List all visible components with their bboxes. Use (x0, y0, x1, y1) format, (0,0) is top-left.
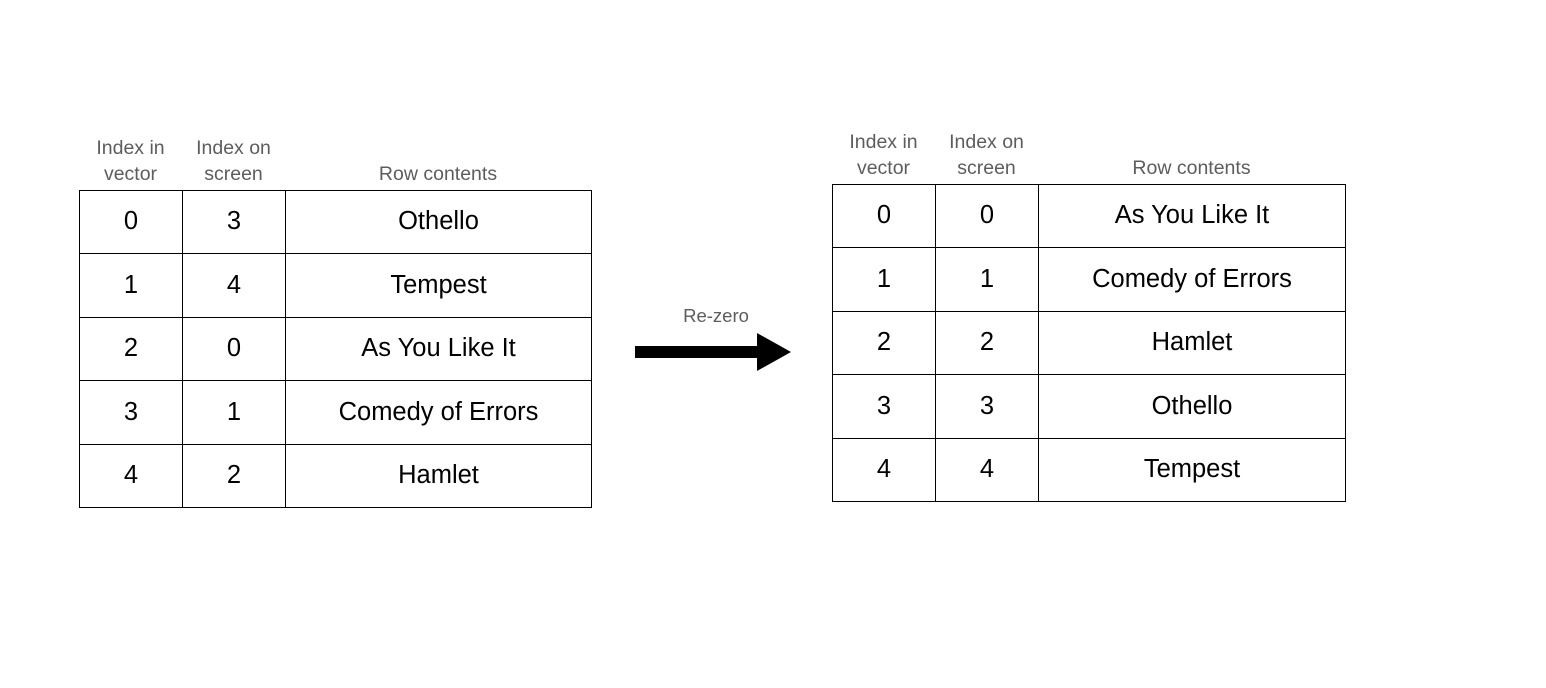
table-row: 4 2 Hamlet (80, 444, 592, 508)
table-row: 0 0 As You Like It (833, 185, 1346, 249)
column-header-index-in-vector: Index in vector (849, 131, 918, 179)
cell-index-in-vector: 1 (833, 248, 936, 312)
cell-index-in-vector: 3 (80, 381, 183, 445)
cell-index-on-screen: 0 (936, 185, 1039, 249)
table-row: 2 2 Hamlet (833, 311, 1346, 376)
table-row: 4 4 Tempest (833, 438, 1346, 502)
cell-index-on-screen: 4 (183, 254, 286, 318)
table-row: 1 1 Comedy of Errors (833, 248, 1346, 312)
cell-index-in-vector: 0 (833, 185, 936, 249)
cell-index-on-screen: 1 (936, 248, 1039, 312)
re-zero-transition-arrow-group: Re-zero (633, 305, 798, 371)
cell-row-contents: Othello (286, 191, 592, 255)
cell-index-in-vector: 1 (80, 254, 183, 318)
table-grid-left: 0 3 Othello 1 4 Tempest 2 0 As You Like … (79, 190, 592, 508)
table-row: 2 0 As You Like It (80, 317, 592, 382)
cell-index-in-vector: 2 (833, 311, 936, 376)
cell-index-in-vector: 4 (833, 438, 936, 502)
table-row: 1 4 Tempest (80, 254, 592, 318)
cell-row-contents: As You Like It (1039, 185, 1346, 249)
arrow-label: Re-zero (683, 305, 749, 326)
cell-index-on-screen: 2 (936, 311, 1039, 376)
cell-index-on-screen: 3 (183, 191, 286, 255)
cell-index-on-screen: 4 (936, 438, 1039, 502)
table-grid-right: 0 0 As You Like It 1 1 Comedy of Errors … (832, 184, 1346, 502)
cell-index-on-screen: 0 (183, 317, 286, 382)
cell-row-contents: Tempest (286, 254, 592, 318)
table-header-row-right: Index in vector Index on screen Row cont… (832, 112, 1346, 184)
cell-row-contents: Hamlet (1039, 311, 1346, 376)
cell-row-contents: Comedy of Errors (286, 381, 592, 445)
table-row: 3 3 Othello (833, 375, 1346, 439)
cell-index-in-vector: 4 (80, 444, 183, 508)
cell-index-on-screen: 3 (936, 375, 1039, 439)
cell-row-contents: Othello (1039, 375, 1346, 439)
column-header-index-in-vector: Index in vector (96, 137, 165, 185)
cell-index-on-screen: 2 (183, 444, 286, 508)
table-header-row-left: Index in vector Index on screen Row cont… (79, 118, 592, 190)
cell-row-contents: Tempest (1039, 438, 1346, 502)
cell-row-contents: As You Like It (286, 317, 592, 382)
cell-row-contents: Hamlet (286, 444, 592, 508)
column-header-row-contents: Row contents (1132, 157, 1251, 179)
right-arrow-icon (635, 333, 791, 371)
cell-index-in-vector: 2 (80, 317, 183, 382)
column-header-row-contents: Row contents (378, 163, 498, 185)
column-header-index-on-screen: Index on screen (196, 137, 271, 185)
before-re-zero-table: Index in vector Index on screen Row cont… (79, 118, 592, 508)
cell-index-in-vector: 0 (80, 191, 183, 255)
table-row: 0 3 Othello (80, 191, 592, 255)
table-row: 3 1 Comedy of Errors (80, 381, 592, 445)
column-header-index-on-screen: Index on screen (949, 131, 1024, 179)
cell-index-in-vector: 3 (833, 375, 936, 439)
cell-row-contents: Comedy of Errors (1039, 248, 1346, 312)
after-re-zero-table: Index in vector Index on screen Row cont… (832, 112, 1346, 502)
cell-index-on-screen: 1 (183, 381, 286, 445)
